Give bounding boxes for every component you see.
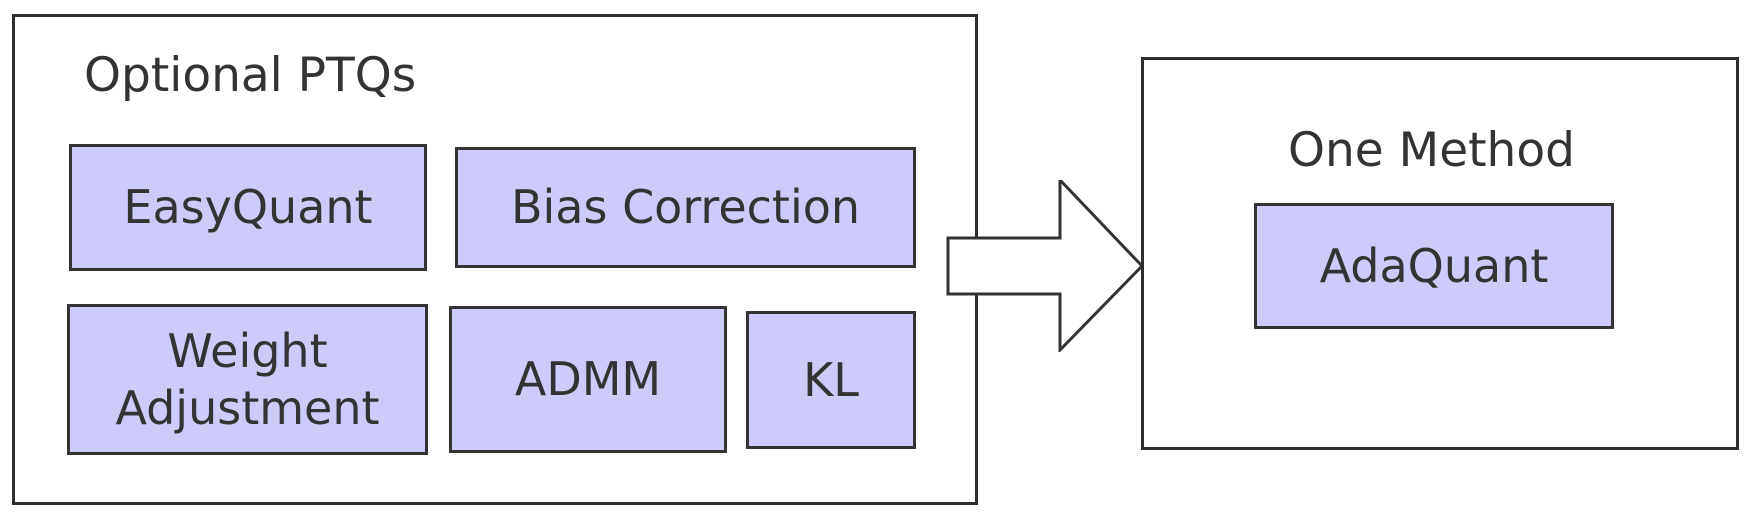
method-label-kl: KL [803,352,859,407]
method-label-easyquant: EasyQuant [123,180,373,235]
method-box-kl: KL [746,311,916,449]
optional-ptqs-title: Optional PTQs [84,48,417,103]
method-box-admm: ADMM [449,306,727,453]
right-arrow-icon [946,180,1145,352]
method-label-adaquant: AdaQuant [1319,238,1549,293]
method-label-bias-correction: Bias Correction [510,180,861,235]
method-label-admm: ADMM [514,352,662,407]
method-box-bias-correction: Bias Correction [455,147,916,268]
method-label-weight: Weight [167,324,328,379]
method-box-easyquant: EasyQuant [69,144,427,271]
method-label-adjustment: Adjustment [115,380,380,435]
method-box-weight-adjustment: Weight Adjustment [67,304,428,455]
one-method-title: One Method [1288,123,1575,178]
method-box-adaquant: AdaQuant [1254,203,1614,329]
